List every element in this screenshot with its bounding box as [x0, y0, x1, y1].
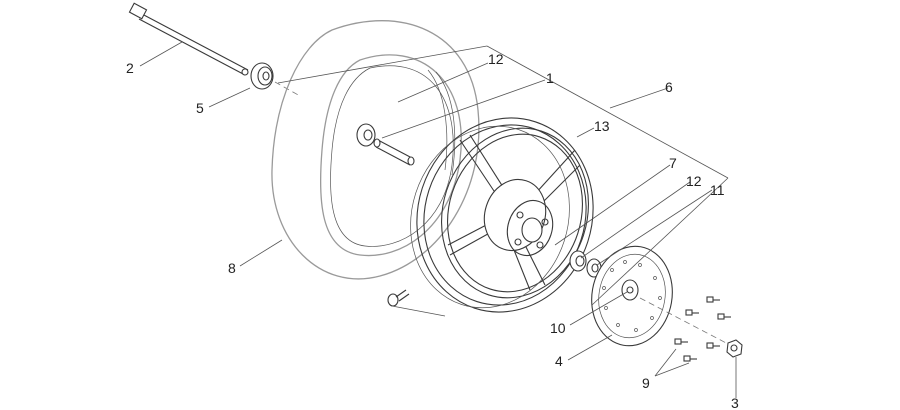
callout-9: 9	[642, 375, 650, 391]
wheel-axle	[128, 2, 249, 76]
callout-1: 1	[546, 70, 554, 86]
callout-5: 5	[196, 100, 204, 116]
callout-7: 7	[669, 155, 677, 171]
valve-stem	[387, 289, 410, 307]
callout-4: 4	[555, 353, 563, 369]
callout-8: 8	[228, 260, 236, 276]
inner-spacer	[373, 138, 415, 166]
axis-dashline-right	[639, 297, 731, 346]
wheel-rim	[410, 117, 594, 313]
callout-10: 10	[550, 320, 566, 336]
right-bearing	[569, 250, 587, 272]
leader-lines	[139, 41, 737, 398]
callout-13: 13	[594, 118, 610, 134]
left-bearing	[356, 123, 376, 147]
callout-2: 2	[126, 60, 134, 76]
callout-12-top: 12	[488, 51, 504, 67]
callout-3: 3	[731, 395, 739, 410]
callout-labels: 2 5 12 1 6 13 7 12 11 8 10 4 9 3	[126, 51, 739, 410]
axle-spacer	[250, 62, 274, 90]
callout-11: 11	[710, 182, 725, 198]
callout-12-right: 12	[686, 173, 702, 189]
callout-6: 6	[665, 79, 673, 95]
reference-lines	[277, 45, 729, 317]
axle-nut	[726, 339, 743, 358]
brake-disc	[591, 245, 673, 347]
disc-screws	[674, 296, 731, 362]
tire	[271, 20, 480, 280]
